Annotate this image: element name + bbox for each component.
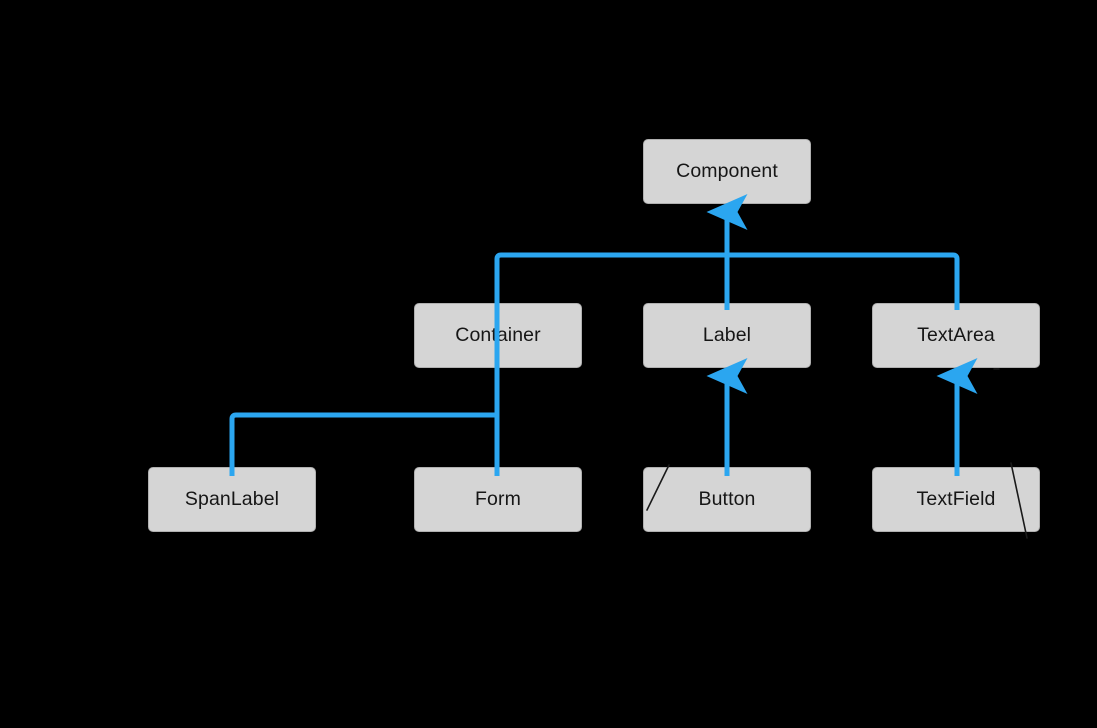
node-label[interactable]: Label [643, 303, 811, 368]
node-component[interactable]: Component [643, 139, 811, 204]
node-label-label: Label [702, 323, 752, 346]
edge-bus-mid [229, 412, 497, 467]
node-container[interactable]: Container [414, 303, 582, 368]
node-spanlabel[interactable]: SpanLabel [148, 467, 316, 532]
node-form[interactable]: Form [414, 467, 582, 532]
node-label-textarea: TextArea [917, 323, 995, 346]
node-label-form: Form [475, 487, 521, 510]
node-textarea[interactable]: TextArea [872, 303, 1040, 368]
node-textfield[interactable]: TextField [872, 467, 1040, 532]
node-label-textfield: TextField [916, 487, 996, 510]
node-button[interactable]: Button [643, 467, 811, 532]
node-label-button: Button [698, 487, 756, 510]
node-label-component: Component [676, 159, 778, 182]
node-label-spanlabel: SpanLabel [184, 487, 280, 510]
node-label-container: Container [455, 323, 541, 346]
